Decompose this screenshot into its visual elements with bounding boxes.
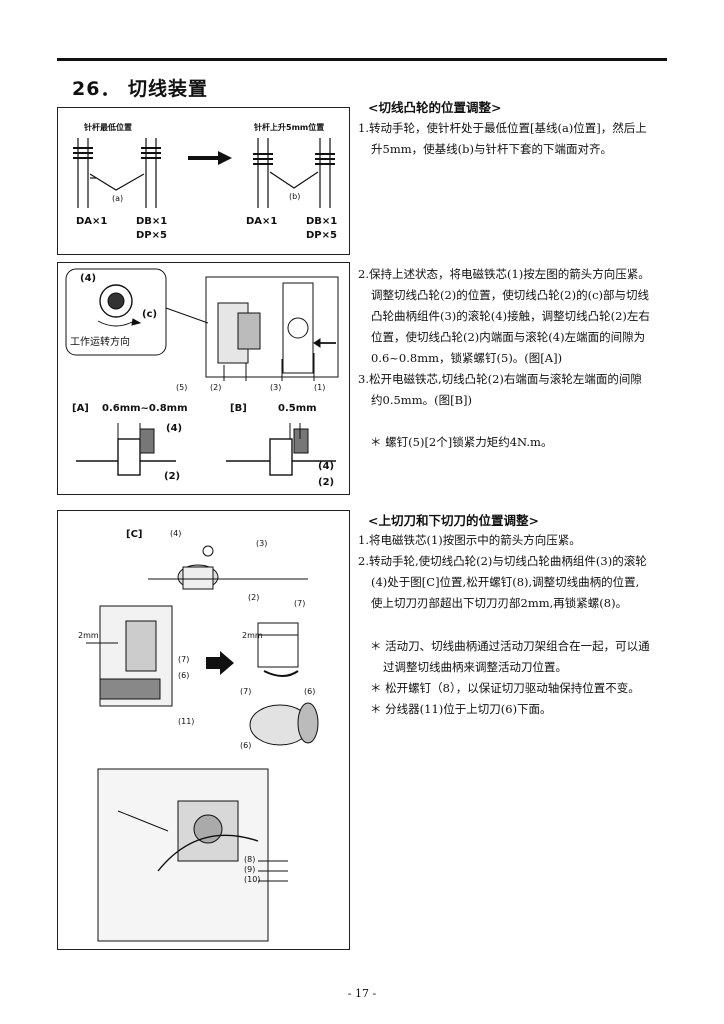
part-2: (2) (210, 383, 222, 392)
text-line: 升5mm，使基线(b)与针杆下套的下端面对齐。 (371, 142, 612, 156)
part-11: (11) (178, 717, 195, 726)
callout-c: (c) (142, 309, 158, 320)
part-10: (10) (244, 875, 261, 884)
part-8: (8) (244, 855, 256, 864)
needle-position-drawing (73, 138, 335, 208)
label-db-left: DB×1 (136, 216, 168, 227)
tag-b: [B] (230, 403, 247, 414)
part-3: (3) (270, 383, 282, 392)
gap-b: 0.5mm (278, 403, 317, 414)
label-db-right: DB×1 (306, 216, 338, 227)
part-4-c: (4) (170, 529, 182, 538)
gap-a: 0.6mm~0.8mm (102, 403, 188, 414)
dim-2mm-right: 2mm (242, 631, 263, 640)
part-7-detail: (7) (240, 687, 252, 696)
text-line: 调整切线凸轮(2)的位置，使切线凸轮(2)的(c)部与切线 (371, 288, 649, 302)
tag-a: [A] (72, 403, 89, 414)
heading-knife-adjust: <上切刀和下切刀的位置调整> (368, 513, 539, 528)
knife-notes: ＊ 活动刀、切线曲柄通过活动刀架组合在一起，可以通 过调整切线曲柄来调整活动刀位… (370, 636, 650, 720)
part-6-left: (6) (178, 671, 190, 680)
callout-4: (4) (80, 273, 97, 284)
detail-b-part-2: (2) (318, 477, 335, 488)
part-9: (9) (244, 865, 256, 874)
detail-a-part-4: (4) (166, 423, 183, 434)
text-line: 约0.5mm。(图[B]) (371, 393, 472, 407)
text-line: 凸轮曲柄组件(3)的滚轮(4)接触，调整切线凸轮(2)左右 (371, 309, 650, 323)
section-title: 26． 切线装置 (72, 78, 209, 100)
part-1: (1) (314, 383, 326, 392)
note-line: 过调整切线曲柄来调整活动刀位置。 (383, 660, 567, 674)
cam-adjustment-drawing (65, 268, 339, 476)
part-6-bottom: (6) (240, 741, 252, 750)
label-dp-left: DP×5 (136, 230, 167, 241)
part-7-right: (7) (294, 599, 306, 608)
part-7-left: (7) (178, 655, 190, 664)
label-lowest-position: 针杆最低位置 (84, 123, 132, 132)
detail-a-part-2: (2) (164, 471, 181, 482)
top-rule (57, 58, 667, 61)
text-line: 3.松开电磁铁芯,切线凸轮(2)右端面与滚轮左端面的间隙 (358, 372, 642, 386)
page-number: - 17 - (347, 987, 377, 1000)
knife-adjustment-drawing (86, 545, 319, 942)
note-line: ＊ 活动刀、切线曲柄通过活动刀架组合在一起，可以通 (370, 639, 650, 653)
text-line: 1.转动手轮，使针杆处于最低位置[基线(a)位置]，然后上 (358, 121, 647, 135)
figure-knife-adjustment: [C] (4) (3) (2) (7) 2mm (7) (6) 2mm (7) … (57, 510, 350, 950)
note-screw-torque: ＊ 螺钉(5)[2个]锁紧力矩约4N.m。 (370, 435, 553, 449)
part-5: (5) (176, 383, 188, 392)
label-da-right: DA×1 (246, 216, 278, 227)
label-b: (b) (289, 192, 301, 201)
label-a: (a) (112, 194, 124, 203)
label-raised-position: 针杆上升5mm位置 (254, 123, 325, 132)
text-line: 使上切刀刃部超出下切刀刃部2mm,再锁紧螺(8)。 (371, 596, 628, 610)
text-line: 1.将电磁铁芯(1)按图示中的箭头方向压紧。 (358, 533, 581, 547)
paragraph-knife-steps: 1.将电磁铁芯(1)按图示中的箭头方向压紧。 2.转动手轮,使切线凸轮(2)与切… (358, 530, 647, 614)
text-line: 2.转动手轮,使切线凸轮(2)与切线凸轮曲柄组件(3)的滚轮 (358, 554, 647, 568)
paragraph-steps-2-3: 2.保持上述状态，将电磁铁芯(1)按左图的箭头方向压紧。 调整切线凸轮(2)的位… (358, 264, 650, 411)
text-line: 0.6~0.8mm，锁紧螺钉(5)。(图[A]) (371, 351, 563, 365)
detail-b-part-4: (4) (318, 461, 335, 472)
note-line: ＊ 分线器(11)位于上切刀(6)下面。 (370, 702, 552, 716)
figure-cam-adjustment: (4) (c) 工作运转方向 (5) (2) (3) (1) [A] 0.6mm… (57, 262, 350, 495)
direction-label: 工作运转方向 (70, 337, 130, 348)
dim-2mm-left: 2mm (78, 631, 99, 640)
figure-needle-position: 针杆最低位置 针杆上升5mm位置 (a) (b) DA×1 DB×1 DP×5 … (57, 107, 350, 255)
part-3-c: (3) (256, 539, 268, 548)
note-line: ＊ 松开螺钉（8），以保证切刀驱动轴保持位置不变。 (370, 681, 640, 695)
label-dp-right: DP×5 (306, 230, 337, 241)
tag-c: [C] (126, 529, 143, 540)
part-2-c: (2) (248, 593, 260, 602)
text-line: (4)处于图[C]位置,松开螺钉(8),调整切线曲柄的位置, (371, 575, 640, 589)
heading-cam-adjust: <切线凸轮的位置调整> (368, 100, 502, 115)
paragraph-step-1: 1.转动手轮，使针杆处于最低位置[基线(a)位置]，然后上 升5mm，使基线(b… (358, 118, 647, 160)
text-line: 位置，使切线凸轮(2)内端面与滚轮(4)左端面的间隙为 (371, 330, 646, 344)
label-da-left: DA×1 (76, 216, 108, 227)
text-line: 2.保持上述状态，将电磁铁芯(1)按左图的箭头方向压紧。 (358, 267, 650, 281)
part-6-detail: (6) (304, 687, 316, 696)
